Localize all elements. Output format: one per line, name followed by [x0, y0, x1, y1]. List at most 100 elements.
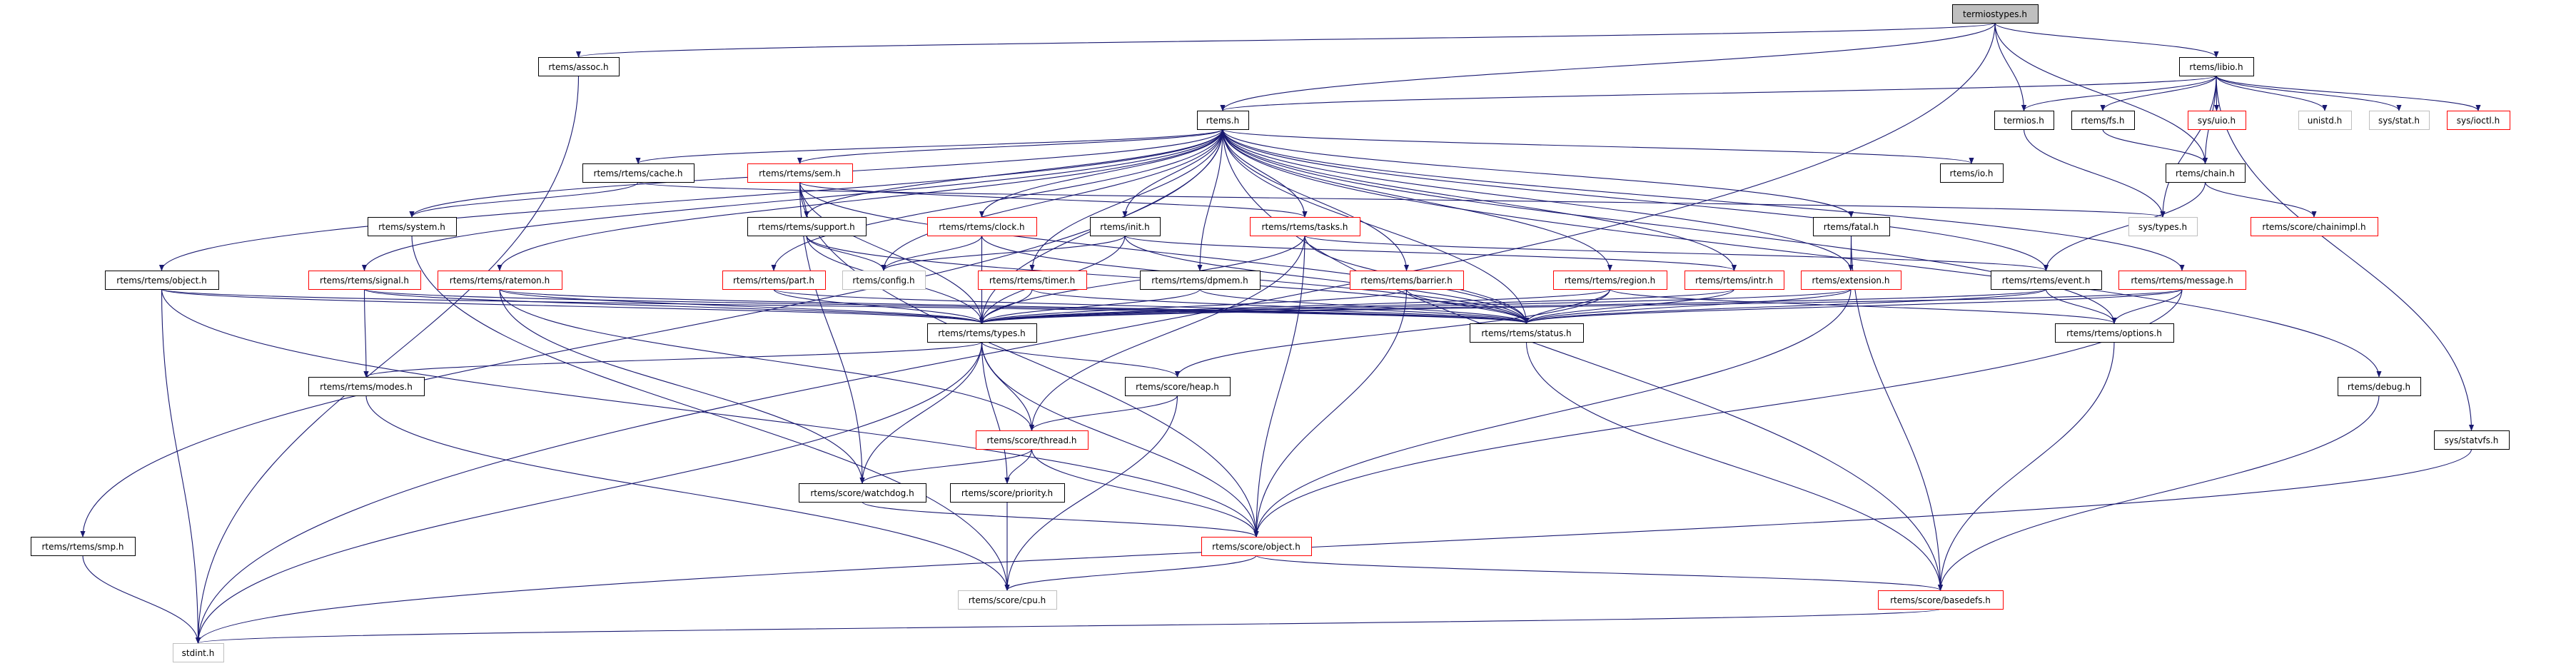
node-status[interactable]: rtems/rtems/status.h [1470, 323, 1584, 343]
node-box [747, 217, 867, 236]
node-statvfs[interactable]: sys/statvfs.h [2434, 430, 2510, 450]
node-label: rtems/rtems/intr.h [1695, 276, 1773, 286]
edge-termiostypes-to-chain [1994, 22, 2208, 164]
node-label: rtems/score/object.h [1212, 542, 1300, 552]
node-box [1090, 217, 1161, 236]
node-heap[interactable]: rtems/score/heap.h [1125, 377, 1231, 396]
edge-timer-to-status [1031, 288, 1529, 324]
node-label: rtems/rtems/dpmem.h [1151, 276, 1248, 286]
edge-robject-to-sobject [161, 288, 1259, 538]
node-thread[interactable]: rtems/score/thread.h [976, 430, 1089, 450]
node-event[interactable]: rtems/rtems/event.h [1991, 271, 2102, 290]
node-label: sys/stat.h [2378, 116, 2420, 126]
node-ioctl[interactable]: sys/ioctl.h [2447, 111, 2510, 130]
node-support[interactable]: rtems/rtems/support.h [747, 217, 867, 236]
node-barrier[interactable]: rtems/rtems/barrier.h [1350, 271, 1464, 290]
edge-rtems-to-extension [1222, 128, 1854, 271]
edge-fs-to-chain [2102, 128, 2208, 164]
node-cpu[interactable]: rtems/score/cpu.h [958, 590, 1057, 610]
node-sem[interactable]: rtems/rtems/sem.h [747, 163, 853, 183]
edge-sem-to-status [799, 181, 1530, 324]
node-label: rtems/libio.h [2189, 62, 2243, 72]
node-options[interactable]: rtems/rtems/options.h [2055, 323, 2174, 343]
node-box [799, 483, 926, 503]
node-basedefs[interactable]: rtems/score/basedefs.h [1878, 590, 2004, 610]
node-systypes[interactable]: sys/types.h [2128, 217, 2198, 236]
edge-message-to-status [1524, 288, 2183, 324]
node-debug[interactable]: rtems/debug.h [2338, 377, 2421, 396]
node-box [1350, 271, 1464, 290]
node-termios[interactable]: termios.h [1994, 111, 2054, 130]
node-watchdog[interactable]: rtems/score/watchdog.h [799, 483, 926, 503]
node-io[interactable]: rtems/io.h [1940, 163, 2004, 183]
node-intr[interactable]: rtems/rtems/intr.h [1684, 271, 1784, 290]
edge-termiostypes-to-assoc [576, 22, 1996, 58]
node-box [2179, 57, 2254, 76]
node-message[interactable]: rtems/rtems/message.h [2118, 271, 2246, 290]
node-cache[interactable]: rtems/rtems/cache.h [582, 163, 694, 183]
edge-types-to-watchdog [859, 341, 983, 484]
edge-debug-to-basedefs [1937, 395, 2380, 591]
node-ratemon[interactable]: rtems/rtems/ratemon.h [438, 271, 562, 290]
edge-ratemon-to-thread [499, 288, 1035, 431]
edge-clock-to-config [881, 235, 983, 271]
node-fatal[interactable]: rtems/fatal.h [1813, 217, 1890, 236]
node-chainimpl[interactable]: rtems/score/chainimpl.h [2251, 217, 2378, 236]
edge-rtems-to-barrier [1222, 128, 1410, 271]
node-stat[interactable]: sys/stat.h [2369, 111, 2430, 130]
node-tasks[interactable]: rtems/rtems/tasks.h [1250, 217, 1360, 236]
node-termiostypes[interactable]: termiostypes.h [1952, 4, 2039, 24]
node-rtems[interactable]: rtems.h [1197, 111, 1249, 130]
edge-libio-to-termios [2021, 75, 2217, 111]
node-label: rtems/rtems/modes.h [320, 382, 413, 392]
node-region[interactable]: rtems/rtems/region.h [1553, 271, 1667, 290]
node-fs[interactable]: rtems/fs.h [2071, 111, 2135, 130]
node-init[interactable]: rtems/init.h [1090, 217, 1161, 236]
edge-libio-to-ioctl [2216, 75, 2481, 111]
node-label: rtems/fs.h [2081, 116, 2125, 126]
node-priority[interactable]: rtems/score/priority.h [950, 483, 1065, 503]
node-stdint[interactable]: stdint.h [173, 643, 224, 662]
node-part[interactable]: rtems/rtems/part.h [722, 271, 826, 290]
node-config[interactable]: rtems/config.h [842, 271, 926, 290]
edge-heap-to-thread [1029, 395, 1178, 431]
edge-watchdog-to-sobject [862, 501, 1259, 538]
node-dpmem[interactable]: rtems/rtems/dpmem.h [1140, 271, 1261, 290]
node-label: rtems/rtems/options.h [2066, 328, 2162, 338]
edge-libio-to-unistd [2216, 75, 2328, 111]
node-label: rtems/io.h [1950, 168, 1994, 178]
node-chain[interactable]: rtems/chain.h [2166, 163, 2246, 183]
node-label: rtems.h [1206, 116, 1239, 126]
edge-rtems-to-basedefs [1222, 128, 1944, 591]
node-robject[interactable]: rtems/rtems/object.h [105, 271, 219, 290]
edge-event-to-options [2045, 288, 2117, 324]
edge-tasks-to-sobject [1253, 235, 1305, 538]
node-modes[interactable]: rtems/rtems/modes.h [308, 377, 425, 396]
edge-termiostypes-to-stdint [195, 22, 1996, 644]
node-unistd[interactable]: unistd.h [2298, 111, 2352, 130]
edge-ratemon-to-watchdog [499, 288, 865, 484]
edge-types-to-sobject [981, 341, 1259, 538]
node-label: rtems/rtems/support.h [758, 222, 855, 232]
node-smp[interactable]: rtems/rtems/smp.h [31, 537, 136, 556]
node-assoc[interactable]: rtems/assoc.h [538, 57, 620, 76]
node-label: rtems/rtems/types.h [938, 328, 1026, 338]
node-sobject[interactable]: rtems/score/object.h [1201, 537, 1312, 556]
edge-heap-to-cpu [1004, 395, 1178, 591]
edge-robject-to-types [161, 288, 984, 324]
edge-libio-to-statvfs [2216, 75, 2475, 431]
node-label: rtems/rtems/smp.h [42, 542, 124, 552]
node-clock[interactable]: rtems/rtems/clock.h [927, 217, 1037, 236]
node-libio[interactable]: rtems/libio.h [2179, 57, 2254, 76]
edge-rtems-to-robject [159, 128, 1223, 271]
node-types[interactable]: rtems/rtems/types.h [927, 323, 1037, 343]
edge-init-to-intr [1124, 235, 1737, 271]
node-timer[interactable]: rtems/rtems/timer.h [978, 271, 1087, 290]
node-extension[interactable]: rtems/extension.h [1801, 271, 1901, 290]
node-box [1125, 377, 1231, 396]
edge-types-to-stdint [195, 341, 983, 644]
node-uio[interactable]: sys/uio.h [2188, 111, 2246, 130]
node-signal[interactable]: rtems/rtems/signal.h [308, 271, 421, 290]
node-label: rtems/score/heap.h [1136, 382, 1219, 392]
node-system[interactable]: rtems/system.h [368, 217, 457, 236]
